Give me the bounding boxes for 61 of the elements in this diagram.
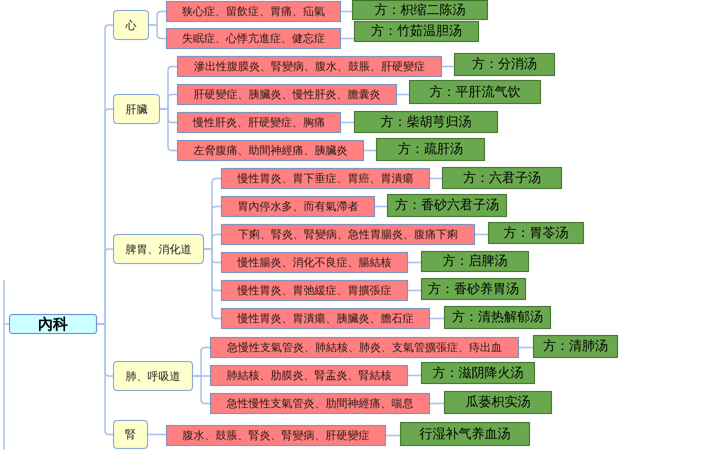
connector-line bbox=[430, 178, 442, 180]
remedy-box: 方：清热解郁汤 bbox=[444, 306, 551, 329]
remedy-box: 方：柴胡芎归汤 bbox=[354, 111, 498, 133]
connector-line bbox=[160, 108, 177, 152]
symptom-box: 慢性胃炎、胃下垂症、胃癌、胃潰瘍 bbox=[221, 168, 430, 189]
remedy-box: 方：胃苓汤 bbox=[488, 222, 584, 244]
category-box: 肝臟 bbox=[113, 94, 160, 124]
remedy-box: 方：香砂六君子汤 bbox=[387, 194, 507, 217]
symptom-box: 腹水、鼓脹、腎炎、腎變病、肝硬變症 bbox=[166, 425, 386, 446]
connector-line bbox=[442, 66, 454, 68]
remedy-box: 方：枳缩二陈汤 bbox=[352, 0, 488, 20]
connector-line bbox=[397, 94, 409, 96]
symptom-box: 胃內停水多、而有氣滯者 bbox=[221, 196, 375, 217]
symptom-box: 失眠症、心悸亢進症、健忘症 bbox=[166, 28, 341, 49]
symptom-box: 滲出性腹膜炎、腎變病、腹水、鼓脹、肝硬變症 bbox=[177, 56, 442, 77]
connector-line bbox=[97, 323, 113, 436]
remedy-box: 方：平肝流气饮 bbox=[409, 80, 541, 104]
remedy-box: 方：竹茹温胆汤 bbox=[354, 21, 479, 42]
connector-line bbox=[364, 150, 376, 152]
connector-line bbox=[408, 262, 421, 264]
remedy-box: 方：启脾汤 bbox=[421, 251, 529, 272]
remedy-box: 行湿补气养血汤 bbox=[400, 422, 530, 446]
symptom-box: 肝硬變症、胰臟炎、慢性肝炎、膽囊炎 bbox=[177, 84, 397, 105]
remedy-box: 方：六君子汤 bbox=[442, 167, 562, 189]
symptom-box: 肺結核、肋膜炎、腎盂炎、腎結核 bbox=[210, 365, 408, 386]
connector-line bbox=[149, 24, 166, 40]
remedy-box: 方：分消汤 bbox=[454, 53, 555, 76]
symptom-box: 下痢、腎炎、腎變病、急性胃腸炎、腹痛下痢 bbox=[221, 224, 475, 245]
connector-line bbox=[430, 318, 444, 320]
symptom-box: 左脅腹痛、助間神經痛、胰臟炎 bbox=[177, 140, 364, 161]
remedy-box: 方：清肺汤 bbox=[533, 335, 618, 358]
category-box: 脾胃、消化道 bbox=[113, 234, 204, 264]
connector-line bbox=[3, 279, 10, 450]
remedy-box: 方：香砂养胃汤 bbox=[421, 278, 526, 300]
connector-line bbox=[408, 290, 421, 292]
connector-line bbox=[430, 402, 444, 404]
topic-box: 內科 bbox=[9, 314, 97, 334]
connector-line bbox=[193, 375, 210, 404]
remedy-box: 方：滋阴降火汤 bbox=[421, 362, 535, 384]
symptom-box: 慢性肝炎、肝硬變症、胸痛 bbox=[177, 112, 341, 133]
connector-line bbox=[341, 122, 354, 124]
connector-line bbox=[408, 374, 421, 376]
category-box: 心 bbox=[113, 10, 149, 40]
symptom-box: 慢性胃炎、胃潰瘍、胰臟炎、膽石症 bbox=[221, 308, 430, 329]
symptom-box: 慢性胃炎、胃弛緩症、胃擴張症 bbox=[221, 280, 408, 301]
connector-line bbox=[148, 434, 166, 436]
connector-line bbox=[341, 38, 354, 40]
connector-line bbox=[386, 434, 400, 436]
connector-line bbox=[519, 346, 533, 348]
symptom-box: 慢性腸炎、消化不良症、腸結核 bbox=[221, 252, 408, 273]
remedy-box: 瓜蒌枳实汤 bbox=[444, 391, 552, 414]
symptom-box: 急慢性支氣管炎、肺結核、肺炎、支氣管擴張症、痔出血 bbox=[210, 337, 519, 358]
symptom-box: 急性慢性支氣管炎、肋間神經痛、喘息 bbox=[210, 393, 430, 414]
symptom-box: 狭心症、留飲症、胃痛、疝氣 bbox=[166, 1, 341, 22]
connector-line bbox=[341, 10, 352, 12]
connector-line bbox=[204, 248, 221, 320]
connector-line bbox=[375, 206, 387, 208]
category-box: 腎 bbox=[113, 420, 148, 449]
connector-line bbox=[475, 234, 488, 236]
remedy-box: 方：疏肝汤 bbox=[376, 138, 485, 161]
category-box: 肺、呼吸道 bbox=[113, 361, 193, 391]
